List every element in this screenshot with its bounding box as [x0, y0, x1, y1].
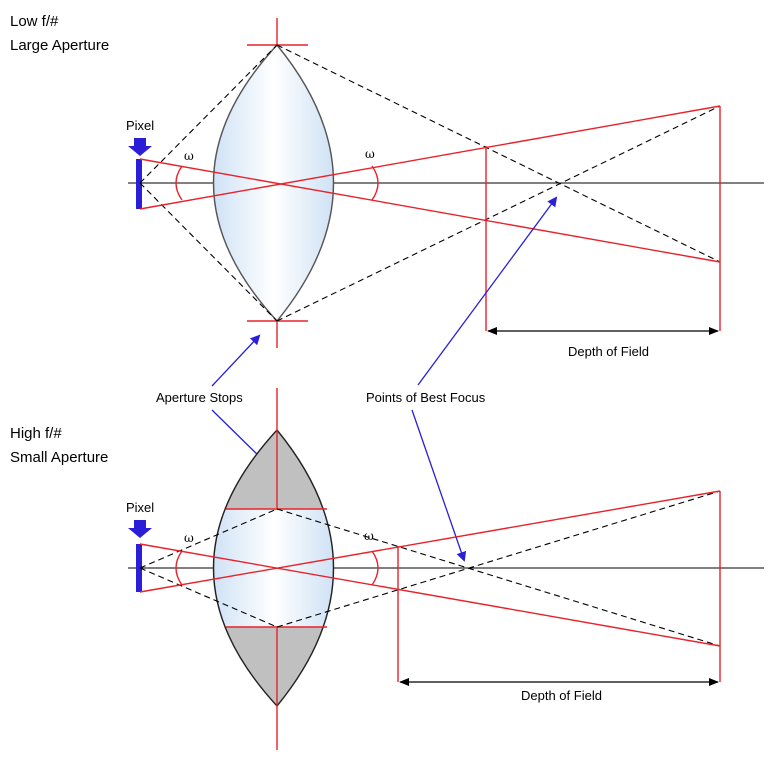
top-field-rays — [139, 105, 721, 263]
top-dof-label: Depth of Field — [568, 344, 649, 359]
bottom-pixel-arrow-icon — [128, 520, 152, 538]
bottom-angle-left — [175, 550, 183, 586]
bottom-pixel-label: Pixel — [126, 500, 154, 515]
top-pixel-label: Pixel — [126, 118, 154, 133]
best-focus-pointer-lower — [411, 409, 467, 562]
top-pixel-arrow-icon — [128, 138, 152, 156]
points-best-focus-label: Points of Best Focus — [366, 390, 486, 405]
bottom-omega-right: ω — [364, 529, 374, 543]
top-aperture-stop-upper — [247, 18, 308, 46]
bottom-omega-left: ω — [184, 531, 194, 545]
bottom-panel: High f/# Small Aperture Pixel — [10, 388, 764, 750]
bottom-aperture-stop-lower — [226, 626, 327, 750]
bottom-angle-right — [371, 550, 379, 586]
top-omega-right: ω — [365, 147, 375, 161]
top-title-line1: Low f/# — [10, 13, 59, 30]
top-omega-left: ω — [184, 149, 194, 163]
top-angle-right — [371, 165, 379, 201]
top-angle-left — [175, 165, 183, 201]
top-title-line2: Large Aperture — [10, 37, 109, 54]
bottom-aperture-stop-upper — [226, 388, 327, 510]
bottom-marginal-rays — [139, 490, 721, 647]
bottom-dof-label: Depth of Field — [521, 688, 602, 703]
bottom-field-rays — [139, 490, 721, 647]
aperture-stops-label: Aperture Stops — [156, 390, 243, 405]
top-pixel-sensor — [136, 159, 142, 209]
callouts: Aperture Stops Points of Best Focus — [156, 196, 558, 562]
bottom-title-line1: High f/# — [10, 425, 62, 442]
best-focus-pointer-upper — [417, 196, 558, 386]
aperture-stops-pointer-upper — [211, 334, 261, 387]
aperture-stops-pointer-lower — [211, 409, 265, 462]
top-marginal-rays — [139, 44, 721, 322]
top-panel: Low f/# Large Aperture Pixel — [10, 13, 764, 359]
bottom-pixel-sensor — [136, 544, 142, 592]
bottom-title-line2: Small Aperture — [10, 449, 108, 466]
top-aperture-stop-lower — [247, 320, 308, 348]
